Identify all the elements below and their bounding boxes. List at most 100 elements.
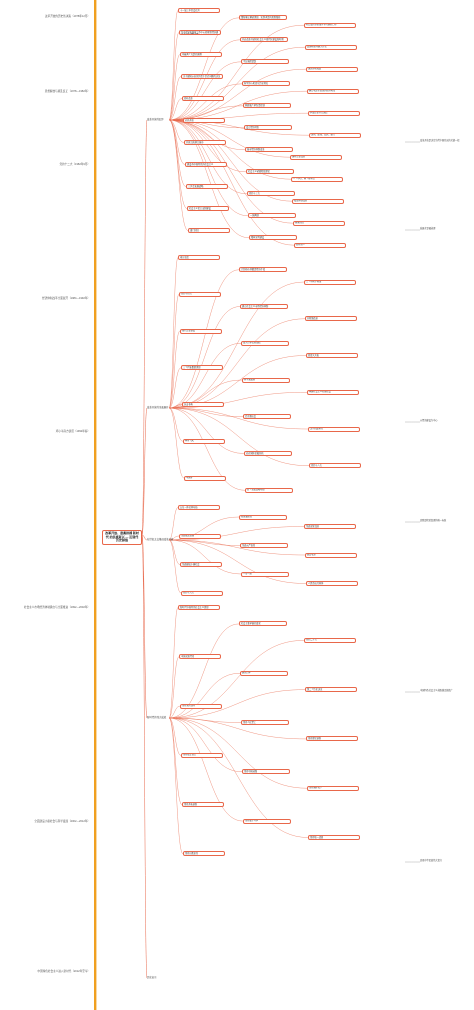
node-connector xyxy=(168,407,185,479)
topic-node[interactable]: 开启改革开放和社会主义现代化建设新时期 xyxy=(240,37,288,43)
topic-node[interactable]: 应对国际金融危机 xyxy=(244,451,292,456)
node-connector xyxy=(168,507,179,541)
topic-node[interactable]: 坚持敢于斗争 xyxy=(243,818,291,824)
topic-node[interactable]: 真理标准问题大讨论 xyxy=(305,44,357,50)
node-connector xyxy=(168,656,180,719)
topic-node[interactable]: 坚持胸怀天下 xyxy=(307,785,359,791)
topic-node[interactable]: 新发展理念 xyxy=(239,514,287,520)
branch-label[interactable]: 新时代的伟大成就 xyxy=(147,716,167,719)
topic-node[interactable]: 科学评价毛泽东历史地位 xyxy=(242,81,290,87)
topic-node[interactable]: 中国梦 xyxy=(184,475,226,481)
topic-node[interactable]: 党的十四大 xyxy=(179,291,221,297)
topic-node[interactable]: 停止使用以阶级斗争为纲的口号 xyxy=(304,22,356,28)
topic-node[interactable]: 重新确立解放思想、实事求是的思想路线 xyxy=(239,15,287,21)
topic-node[interactable]: 建立社会主义市场经济体制 xyxy=(240,304,288,309)
topic-node[interactable]: 社会主义民主法制建设 xyxy=(187,206,229,211)
timeline-label: 思想解放与拨乱反正（1978—1982年） xyxy=(44,90,90,93)
topic-node[interactable]: 坚持人民至上 xyxy=(241,720,289,725)
topic-node[interactable]: 坚持自我革命 xyxy=(183,851,225,857)
topic-node[interactable]: 一个中心、两个基本点 xyxy=(291,176,343,182)
topic-node[interactable]: 中国式现代化 xyxy=(179,654,221,660)
topic-node[interactable]: 构建社会主义和谐社会 xyxy=(307,389,359,395)
branch-label[interactable]: 在世纪之交推进改革开放 xyxy=(147,538,174,541)
node-connector xyxy=(168,539,306,556)
topic-node[interactable]: 全面建成小康社会 xyxy=(180,562,222,567)
topic-node[interactable]: 坚持独立自主 xyxy=(181,752,223,758)
topic-node[interactable]: 精神文明建设 xyxy=(249,235,297,241)
topic-node[interactable]: 西部大开发 xyxy=(306,353,358,358)
topic-node[interactable]: 新时代中国特色社会主义思想 xyxy=(178,605,220,610)
topic-node[interactable]: 建设有中国特色的社会主义 xyxy=(185,162,227,167)
topic-node[interactable]: 开放沿海港口城市 xyxy=(184,140,226,145)
node-connector xyxy=(168,379,243,409)
topic-node[interactable]: 对外开放 xyxy=(183,118,225,123)
topic-node[interactable]: 社会主义初级阶段理论 xyxy=(246,169,294,175)
topic-node[interactable]: 第二个历史决议 xyxy=(305,687,357,693)
topic-node[interactable]: 汶川抗震救灾 xyxy=(308,426,360,432)
topic-node[interactable]: 四有新人 xyxy=(294,242,346,248)
node-connector xyxy=(168,407,244,417)
branch-label[interactable]: 改革开放的全面展开 xyxy=(147,406,169,409)
topic-node[interactable]: 南方谈话 xyxy=(178,255,220,260)
node-connector xyxy=(168,257,179,409)
node-connector xyxy=(168,717,243,772)
topic-node[interactable]: 北京奥运会 xyxy=(243,414,291,420)
topic-node[interactable]: 香港回归 xyxy=(293,220,345,226)
topic-node[interactable]: 全面深化改革 xyxy=(304,524,356,529)
topic-node[interactable]: 分税制改革 xyxy=(305,316,357,322)
topic-node[interactable]: 四个全面战略布局 xyxy=(245,487,293,493)
topic-node[interactable]: 冲破两个凡是的束缚 xyxy=(180,52,222,57)
topic-node[interactable]: 五位一体总体布局 xyxy=(178,505,220,510)
topic-node[interactable]: 党的十八大 xyxy=(309,463,361,469)
topic-node[interactable]: 作出把党和国家工作中心转移到经济建设上来的战略决策 xyxy=(179,30,221,35)
topic-node[interactable]: 现代企业制度 xyxy=(180,328,222,334)
topic-node[interactable]: 建党百年 xyxy=(240,670,288,676)
topic-node[interactable]: 计划和市场都是经济手段 xyxy=(239,267,287,273)
summary-note: 中国特色社会主义道路越走越宽广 xyxy=(420,690,453,692)
node-connector xyxy=(168,119,294,224)
topic-node[interactable]: 党的二十大 xyxy=(304,637,356,643)
topic-node[interactable]: 人类命运共同体 xyxy=(306,581,358,586)
topic-node[interactable]: 乡镇企业异军突起 xyxy=(308,110,360,116)
topic-node[interactable]: 坚持开拓创新 xyxy=(182,802,224,808)
root-topic[interactable]: 改革开放、奋勇拼搏 新时代 的民族复兴 — 近现代历史脉络 xyxy=(102,530,142,545)
topic-node[interactable]: 关于建国以来党的若干历史问题的决议 xyxy=(181,74,223,79)
topic-node[interactable]: 全面从严治党 xyxy=(240,543,288,548)
topic-node[interactable]: 加入世界贸易组织 xyxy=(241,340,289,346)
topic-node[interactable]: 党的十九大 xyxy=(181,590,223,596)
branch-label[interactable]: 历史启示 xyxy=(147,976,157,979)
topic-node[interactable]: 城市经济体制改革 xyxy=(245,147,293,153)
topic-node[interactable]: 落实各项政策 xyxy=(306,66,358,72)
branch-label[interactable]: 改革开放的起步 xyxy=(147,118,164,121)
topic-node[interactable]: 全面依法治国 xyxy=(179,533,221,539)
topic-node[interactable]: 农村改革 xyxy=(182,96,224,101)
branch-connector xyxy=(141,534,148,979)
topic-node[interactable]: 设立经济特区 xyxy=(244,125,292,131)
topic-node[interactable]: 神舟飞天 xyxy=(183,438,225,444)
topic-node[interactable]: 确立毛泽东思想的指导地位 xyxy=(307,88,359,94)
node-connector xyxy=(168,407,309,430)
timeline-label: 改革开放的历史性决策（1978年12月） xyxy=(45,15,90,18)
topic-node[interactable]: 平反冤假错案 xyxy=(241,59,289,65)
topic-node[interactable]: 三步走发展战略 xyxy=(186,184,228,189)
topic-node[interactable]: 党的十三大 xyxy=(247,191,295,197)
topic-node[interactable]: 家庭联产承包责任制 xyxy=(243,103,291,109)
topic-node[interactable]: 一带一路 xyxy=(241,571,289,577)
topic-node[interactable]: 坚持中国道路 xyxy=(242,769,290,775)
topic-node[interactable]: 一国两制 xyxy=(248,213,296,219)
topic-node[interactable]: 政治体制改革 xyxy=(292,198,344,204)
topic-node[interactable]: 深圳、珠海、汕头、厦门 xyxy=(309,132,361,138)
topic-node[interactable]: 社会主要矛盾的变化 xyxy=(239,621,287,627)
topic-node[interactable]: 国有企业改革 xyxy=(290,154,342,160)
topic-node[interactable]: 坚持理论创新 xyxy=(306,736,358,742)
topic-node[interactable]: 抗击非典 xyxy=(182,402,224,407)
topic-node[interactable]: 十一届三中全会召开 xyxy=(178,8,220,13)
topic-node[interactable]: 脱贫攻坚 xyxy=(305,552,357,558)
topic-node[interactable]: 坚持统一战线 xyxy=(308,835,360,840)
topic-node[interactable]: 三个代表重要思想 xyxy=(181,365,223,371)
topic-node[interactable]: 坚持党的领导 xyxy=(180,703,222,709)
node-connector xyxy=(168,119,293,202)
topic-node[interactable]: 澳门回归 xyxy=(188,228,230,233)
topic-node[interactable]: 三个有利于标准 xyxy=(304,279,356,285)
topic-node[interactable]: 科学发展观 xyxy=(242,377,290,383)
